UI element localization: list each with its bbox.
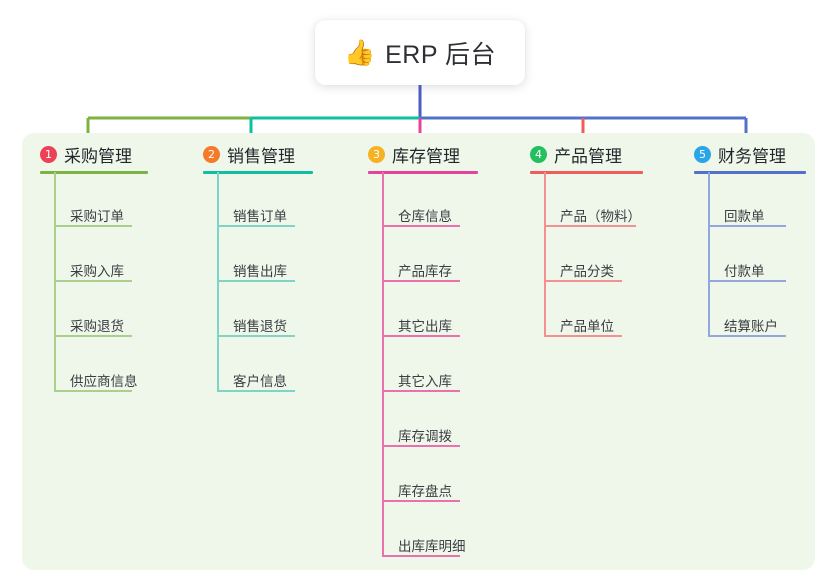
leaf-item-rule	[54, 225, 132, 227]
leaf-item-产品（物料）[interactable]: 产品（物料）	[560, 209, 641, 224]
leaf-item-rule	[544, 225, 636, 227]
leaf-item-rule	[382, 225, 460, 227]
branch-number-badge: 4	[530, 146, 547, 163]
leaf-item-库存调拨[interactable]: 库存调拨	[398, 429, 452, 444]
branch-header-rule	[530, 171, 643, 174]
leaf-item-供应商信息[interactable]: 供应商信息	[70, 374, 138, 389]
branch-trunk-line	[382, 172, 384, 555]
leaf-item-rule	[217, 280, 295, 282]
leaf-item-rule	[382, 445, 460, 447]
branch-header-销售管理[interactable]: 2 销售管理	[203, 142, 295, 167]
leaf-item-rule	[708, 335, 786, 337]
branch-header-产品管理[interactable]: 4 产品管理	[530, 142, 622, 167]
branch-trunk-line	[708, 172, 710, 335]
branch-title: 采购管理	[64, 147, 132, 166]
leaf-item-rule	[217, 390, 295, 392]
leaf-item-rule	[544, 335, 622, 337]
leaf-item-结算账户[interactable]: 结算账户	[724, 319, 778, 334]
branch-header-rule	[694, 171, 806, 174]
branch-trunk-line	[544, 172, 546, 335]
leaf-item-rule	[54, 280, 132, 282]
leaf-item-采购订单[interactable]: 采购订单	[70, 209, 124, 224]
leaf-item-销售订单[interactable]: 销售订单	[233, 209, 287, 224]
leaf-item-rule	[217, 335, 295, 337]
branch-header-库存管理[interactable]: 3 库存管理	[368, 142, 460, 167]
branch-title: 库存管理	[392, 147, 460, 166]
leaf-item-rule	[54, 335, 132, 337]
branch-title: 销售管理	[227, 147, 295, 166]
leaf-item-采购入库[interactable]: 采购入库	[70, 264, 124, 279]
leaf-item-rule	[708, 225, 786, 227]
root-node-erp-backend[interactable]: 👍 ERP 后台	[315, 20, 525, 85]
branch-number-badge: 2	[203, 146, 220, 163]
leaf-item-客户信息[interactable]: 客户信息	[233, 374, 287, 389]
leaf-item-产品库存[interactable]: 产品库存	[398, 264, 452, 279]
branch-header-rule	[40, 171, 148, 174]
branch-title: 财务管理	[718, 147, 786, 166]
leaf-item-库存盘点[interactable]: 库存盘点	[398, 484, 452, 499]
leaf-item-rule	[382, 335, 460, 337]
branch-header-rule	[203, 171, 313, 174]
leaf-item-产品单位[interactable]: 产品单位	[560, 319, 614, 334]
leaf-item-付款单[interactable]: 付款单	[724, 264, 765, 279]
leaf-item-rule	[708, 280, 786, 282]
leaf-item-销售退货[interactable]: 销售退货	[233, 319, 287, 334]
leaf-item-rule	[382, 280, 460, 282]
leaf-item-仓库信息[interactable]: 仓库信息	[398, 209, 452, 224]
leaf-item-rule	[382, 390, 460, 392]
leaf-item-销售出库[interactable]: 销售出库	[233, 264, 287, 279]
branch-header-采购管理[interactable]: 1 采购管理	[40, 142, 132, 167]
branch-header-财务管理[interactable]: 5 财务管理	[694, 142, 786, 167]
leaf-item-rule	[382, 500, 460, 502]
leaf-item-采购退货[interactable]: 采购退货	[70, 319, 124, 334]
branch-number-badge: 5	[694, 146, 711, 163]
branch-header-rule	[368, 171, 478, 174]
root-node-title: ERP 后台	[385, 40, 497, 69]
leaf-item-rule	[382, 555, 460, 557]
branch-title: 产品管理	[554, 147, 622, 166]
leaf-item-产品分类[interactable]: 产品分类	[560, 264, 614, 279]
leaf-item-其它出库[interactable]: 其它出库	[398, 319, 452, 334]
leaf-item-rule	[544, 280, 622, 282]
leaf-item-其它入库[interactable]: 其它入库	[398, 374, 452, 389]
thumbs-up-icon: 👍	[343, 38, 376, 67]
leaf-item-回款单[interactable]: 回款单	[724, 209, 765, 224]
leaf-item-rule	[54, 390, 132, 392]
branches-panel	[22, 133, 815, 570]
leaf-item-rule	[217, 225, 295, 227]
leaf-item-出库库明细[interactable]: 出库库明细	[398, 539, 466, 554]
branch-number-badge: 3	[368, 146, 385, 163]
branch-number-badge: 1	[40, 146, 57, 163]
